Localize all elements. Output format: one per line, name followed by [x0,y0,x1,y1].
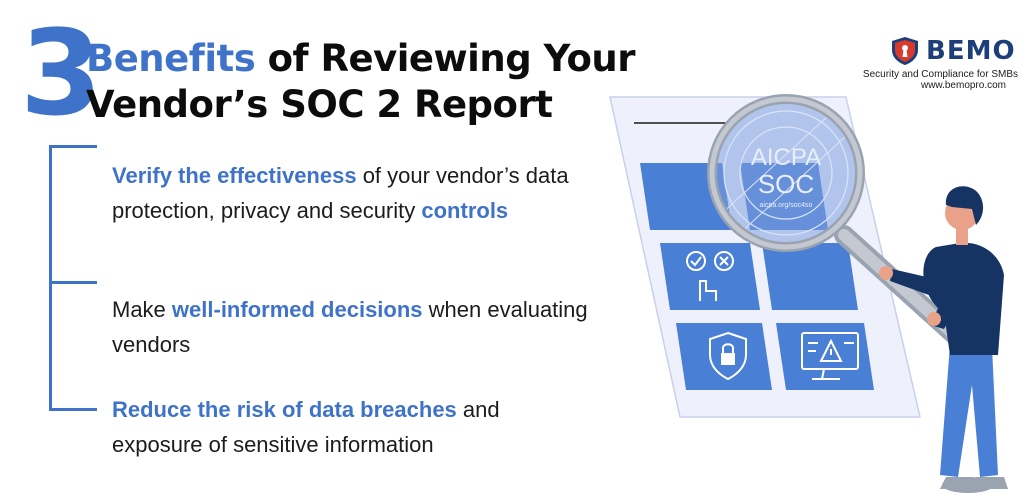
lock-shield-icon [709,331,747,381]
title-line2: Vendor’s SOC 2 Report [86,83,553,126]
headline-number: 3 [20,4,102,142]
soc-report-illustration: AICPA SOC aicpa.org/soc4so [609,94,1008,493]
benefit-1-text: of your vendor’s data protection, privac… [112,163,569,223]
brand-name: BEMO [926,36,1016,66]
brand-logo: BEMO [890,34,1018,68]
benefit-2-prefix: Make [112,297,172,322]
benefit-item-2: Make well-informed decisions when evalua… [112,292,592,362]
seal-url: aicpa.org/soc4so [760,202,813,209]
title-line1-rest: of Reviewing Your [255,37,636,80]
bracket-tick-1 [49,145,97,148]
doc-tile-4 [762,243,858,310]
doc-tile-3 [660,243,760,310]
title-highlight: Benefits [86,37,256,80]
benefit-3-highlight: Reduce the risk of data breaches [112,397,457,422]
benefit-1-highlight-end: controls [421,198,509,223]
doc-tile-6 [776,323,874,390]
warning-monitor-icon [801,332,859,380]
benefit-3-text: and exposure of sensitive information [112,397,500,457]
bracket-vertical [49,145,52,411]
benefit-item-1: Verify the effectiveness of your vendor’… [112,158,592,228]
brand-website: www.bemopro.com [920,80,1006,91]
aicpa-soc-seal: AICPA SOC aicpa.org/soc4so [751,144,821,209]
checklist-hand-icon [686,251,734,301]
benefit-2-highlight: well-informed decisions [171,297,423,322]
benefit-item-3: Reduce the risk of data breaches and exp… [112,392,592,462]
benefit-1-highlight: Verify the effectiveness [112,163,357,188]
bracket-tick-2 [49,281,97,284]
seal-soc: SOC [758,169,814,199]
brand-tagline: Security and Compliance for SMBs [862,69,1018,80]
bracket-tick-3 [49,408,97,411]
seal-aicpa: AICPA [751,144,821,171]
person-figure [879,186,1008,493]
page-title: Benefits of Reviewing Your Vendor’s SOC … [86,36,635,128]
magnifier-lens [707,94,865,252]
benefit-2-text: when evaluating vendors [112,297,588,357]
shield-logo-icon [892,37,918,65]
